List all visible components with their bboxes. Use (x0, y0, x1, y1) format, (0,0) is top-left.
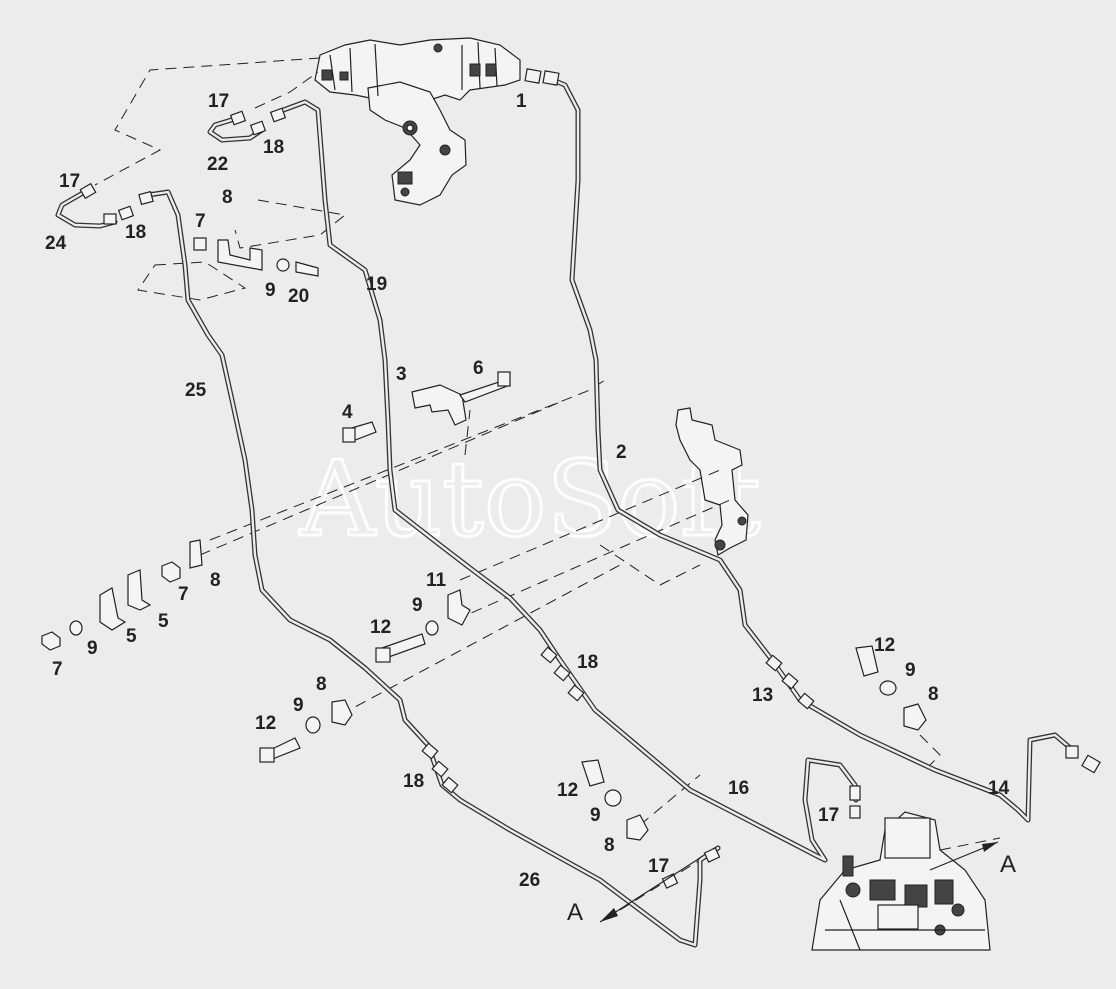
view-arrow-right: A (929, 841, 1016, 878)
label-part-20: 20 (288, 286, 309, 307)
label-part-24: 24 (45, 233, 67, 254)
bottom-hydraulic-unit (811, 811, 991, 951)
label-part-12: 12 (255, 713, 276, 734)
label-part-26: 26 (519, 870, 540, 891)
part-number-labels: 1 2 3 4 5 5 6 7 7 7 8 8 8 8 8 9 9 9 9 9 … (45, 91, 1010, 891)
label-part-18: 18 (125, 222, 146, 243)
watermark-text: AutoSoft (299, 438, 761, 560)
fittings (79, 68, 1101, 889)
label-part-18: 18 (577, 652, 598, 673)
label-part-18: 18 (263, 137, 284, 158)
label-part-11: 11 (426, 570, 447, 591)
label-part-17: 17 (648, 856, 669, 877)
label-part-9: 9 (590, 805, 601, 826)
label-part-6: 6 (473, 358, 484, 379)
label-part-4: 4 (342, 402, 353, 423)
label-part-8: 8 (316, 674, 327, 695)
label-part-17: 17 (208, 91, 229, 112)
label-part-12: 12 (874, 635, 895, 656)
label-part-17: 17 (59, 171, 80, 192)
label-part-16: 16 (728, 778, 749, 799)
label-part-5: 5 (126, 626, 137, 647)
label-part-12: 12 (370, 617, 391, 638)
view-arrow-right-label: A (1000, 851, 1016, 878)
label-part-12: 12 (557, 780, 578, 801)
label-part-7: 7 (178, 584, 189, 605)
label-part-8: 8 (604, 835, 615, 856)
label-part-25: 25 (185, 380, 207, 401)
label-part-18: 18 (403, 771, 424, 792)
label-part-2: 2 (616, 442, 627, 463)
label-part-9: 9 (412, 595, 423, 616)
label-part-9: 9 (265, 280, 276, 301)
label-part-1: 1 (516, 91, 527, 112)
pipes (55, 75, 1078, 948)
label-part-8: 8 (928, 684, 939, 705)
label-part-3: 3 (396, 364, 407, 385)
hardware (41, 237, 927, 841)
label-part-13: 13 (752, 685, 773, 706)
label-part-8: 8 (210, 570, 221, 591)
label-part-14: 14 (988, 778, 1010, 799)
label-part-22: 22 (207, 154, 228, 175)
label-part-7: 7 (52, 659, 63, 680)
label-part-9: 9 (293, 695, 304, 716)
label-part-17: 17 (818, 805, 839, 826)
view-arrow-left: A (567, 857, 701, 926)
label-part-9: 9 (905, 660, 916, 681)
label-part-8: 8 (222, 187, 233, 208)
view-arrow-left-label: A (567, 899, 583, 926)
label-part-7: 7 (195, 211, 206, 232)
top-valve-block (314, 37, 521, 206)
mounting-bracket (675, 407, 749, 556)
label-part-9: 9 (87, 638, 98, 659)
label-part-19: 19 (366, 274, 387, 295)
label-part-5: 5 (158, 611, 169, 632)
